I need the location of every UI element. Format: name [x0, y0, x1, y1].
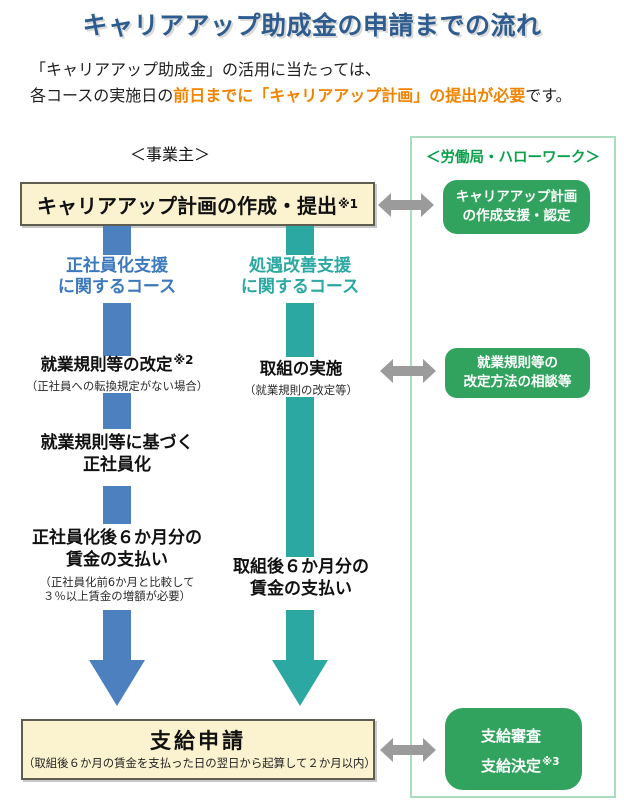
intro-line-2-highlight: 前日までに「キャリアアップ計画」の提出が必要 — [173, 86, 526, 105]
blue-down-arrow-icon — [89, 610, 145, 706]
application-box-title: 支給申請 — [150, 729, 246, 753]
work-rules-revision-step: 就業規則等の改定※2 （正社員への転換規定がない場合） — [7, 352, 227, 394]
treatment-improvement-course-label: 処遇改善支援 に関するコース — [240, 256, 360, 297]
double-arrow-icon — [380, 738, 436, 762]
intro-line-2-prefix: 各コースの実施日の — [30, 86, 174, 105]
intro-text: 「キャリアアップ助成金」の活用に当たっては、 各コースの実施日の前日までに「キャ… — [30, 57, 610, 109]
double-arrow-icon — [378, 193, 434, 217]
decision-line: 支給決定※3 — [481, 756, 560, 775]
footnote-ref-3: ※3 — [542, 756, 560, 768]
review-decision-box: 支給審査 支給決定※3 — [445, 708, 582, 790]
career-plan-box: キャリアアップ計画の作成・提出※1 — [20, 182, 375, 226]
teal-flow-bar-segment — [286, 226, 314, 255]
blue-flow-bar-segment — [103, 393, 131, 429]
regular-employment-course-label: 正社員化支援 に関するコース — [57, 256, 177, 297]
agency-panel — [410, 136, 616, 798]
intro-line-1: 「キャリアアップ助成金」の活用に当たっては、 — [30, 60, 381, 79]
plan-support-line2: の作成支援・認定 — [462, 208, 571, 224]
agency-column-header: ＜労働局・ハローワーク＞ — [426, 150, 600, 166]
plan-support-box: キャリアアップ計画 の作成支援・認定 — [443, 180, 590, 234]
consultation-box: 就業規則等の 改定方法の相談等 — [445, 348, 590, 398]
blue-flow-bar-segment — [103, 226, 131, 255]
teal-flow-bar-segment — [286, 303, 314, 357]
employer-column-header: ＜事業主＞ — [129, 145, 210, 164]
application-box-note: （取組後６か月の賃金を支払った日の翌日から起算して２か月以内） — [23, 756, 376, 770]
blue-flow-bar-segment — [103, 486, 131, 524]
consultation-line1: 就業規則等の — [477, 355, 558, 371]
application-box: 支給申請 （取組後６か月の賃金を支払った日の翌日から起算して２か月以内） — [21, 719, 376, 780]
blue-flow-bar-segment — [103, 303, 131, 356]
regularization-step: 就業規則等に基づく正社員化 — [40, 433, 194, 475]
right-wage-payment-step: 取組後６か月分の賃金の支払い — [233, 557, 369, 599]
intro-line-2-suffix: です。 — [525, 86, 572, 105]
work-rules-revision-note: （正社員への転換規定がない場合） — [25, 379, 209, 393]
double-arrow-icon — [380, 359, 436, 383]
teal-flow-bar-segment — [286, 397, 314, 557]
plan-support-line1: キャリアアップ計画 — [455, 189, 578, 205]
consultation-line2: 改定方法の相談等 — [463, 374, 572, 390]
implementation-note: （就業規則の改定等） — [244, 383, 358, 397]
career-plan-box-label: キャリアアップ計画の作成・提出 — [36, 193, 337, 218]
implementation-step: 取組の実施 （就業規則の改定等） — [191, 359, 411, 397]
footnote-ref-2: ※2 — [173, 352, 194, 367]
teal-down-arrow-icon — [272, 610, 328, 706]
page-title: キャリアアップ助成金の申請までの流れ — [82, 11, 542, 40]
review-line: 支給審査 — [481, 727, 542, 745]
